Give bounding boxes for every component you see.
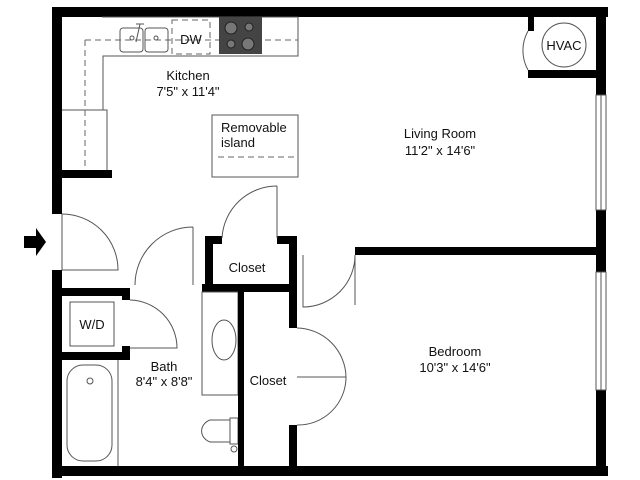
hall-closet: Closet xyxy=(202,185,297,292)
bedroom-closet: Closet xyxy=(250,288,347,466)
bath-wall xyxy=(238,290,244,466)
island-label: Removable xyxy=(221,120,287,135)
laundry-closet: W/D xyxy=(62,288,178,360)
pantry-cabinet xyxy=(62,109,108,170)
dishwasher-label: DW xyxy=(180,32,202,47)
removable-island: Removable island xyxy=(211,114,299,178)
window-living-room xyxy=(595,94,607,211)
sink-icon xyxy=(119,23,169,53)
living-room-size: 11'2" x 14'6" xyxy=(405,143,476,158)
entry-arrow-icon xyxy=(24,228,46,256)
outer-walls xyxy=(52,7,608,478)
window-bedroom xyxy=(595,271,607,391)
island-label-2: island xyxy=(221,135,255,150)
washer-dryer-label: W/D xyxy=(79,317,104,332)
bedroom-wall xyxy=(355,247,600,255)
bedroom-door[interactable] xyxy=(302,254,356,308)
toilet-icon xyxy=(201,417,239,453)
bedroom-closet-label: Closet xyxy=(250,373,287,388)
entry-door[interactable] xyxy=(61,213,119,271)
upper-cabinets xyxy=(84,39,298,170)
vanity-sink-icon xyxy=(201,291,239,396)
hvac-label: HVAC xyxy=(546,38,581,53)
bedroom-name: Bedroom xyxy=(429,344,482,359)
bath-name: Bath xyxy=(151,359,178,374)
hvac-closet: HVAC xyxy=(522,17,596,78)
bath-door[interactable] xyxy=(134,226,194,286)
kitchen-size: 7'5" x 11'4" xyxy=(156,84,219,99)
dishwasher xyxy=(171,19,211,55)
bedroom-size: 10'3" x 14'6" xyxy=(419,360,491,375)
kitchen-partition xyxy=(62,170,112,178)
bath-size: 8'4" x 8'8" xyxy=(136,374,193,389)
hall-closet-label: Closet xyxy=(229,260,266,275)
living-room-name: Living Room xyxy=(404,126,476,141)
cooktop-icon xyxy=(219,17,262,54)
kitchen-name: Kitchen xyxy=(166,68,209,83)
bathtub-icon xyxy=(66,360,119,466)
